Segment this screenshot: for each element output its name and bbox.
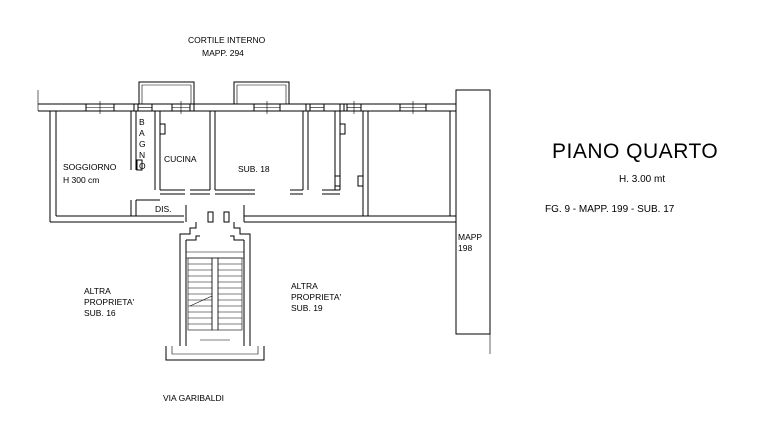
altra16-label: ALTRA bbox=[84, 286, 111, 296]
dis-label: DIS. bbox=[155, 204, 172, 214]
bagno-label: B A G N O bbox=[139, 117, 146, 171]
street-label: VIA GARIBALDI bbox=[163, 393, 224, 403]
soggiorno-height-label: H 300 cm bbox=[63, 175, 99, 185]
altra19-label: ALTRA bbox=[291, 281, 318, 291]
drawing-height: H. 3.00 mt bbox=[619, 174, 665, 185]
window-small-1 bbox=[309, 103, 325, 112]
window-east bbox=[399, 101, 427, 114]
altra16-sub: SUB. 16 bbox=[84, 308, 116, 318]
cucina-label: CUCINA bbox=[164, 154, 197, 164]
sub18-label: SUB. 18 bbox=[238, 164, 270, 174]
courtyard-label: CORTILE INTERNO bbox=[188, 35, 266, 45]
window-bagno bbox=[137, 103, 153, 112]
windows bbox=[85, 101, 427, 114]
soggiorno-label: SOGGIORNO bbox=[63, 162, 117, 172]
window-soggiorno bbox=[85, 101, 115, 114]
courtyard-mapp-label: MAPP. 294 bbox=[202, 48, 244, 58]
window-small-2 bbox=[346, 101, 362, 114]
window-cucina bbox=[171, 101, 191, 114]
altra19-proprieta: PROPRIETA' bbox=[291, 292, 341, 302]
svg-text:B: B bbox=[139, 117, 145, 127]
drawing-cadastral-ref: FG. 9 - MAPP. 199 - SUB. 17 bbox=[545, 204, 675, 215]
adjacent-building bbox=[455, 89, 491, 354]
window-sub18 bbox=[253, 101, 281, 114]
altra16-proprieta: PROPRIETA' bbox=[84, 297, 134, 307]
balconies bbox=[138, 81, 290, 104]
stair-treads bbox=[188, 263, 242, 325]
altra19-sub: SUB. 19 bbox=[291, 303, 323, 313]
svg-text:N: N bbox=[139, 150, 145, 160]
mapp198-number: 198 bbox=[458, 243, 472, 253]
svg-text:O: O bbox=[139, 161, 146, 171]
svg-text:A: A bbox=[139, 128, 145, 138]
drawing-title: PIANO QUARTO bbox=[552, 140, 718, 163]
stairwell bbox=[165, 222, 265, 361]
interior-walls bbox=[130, 103, 369, 223]
svg-text:G: G bbox=[139, 139, 146, 149]
mapp198-label: MAPP bbox=[458, 232, 482, 242]
